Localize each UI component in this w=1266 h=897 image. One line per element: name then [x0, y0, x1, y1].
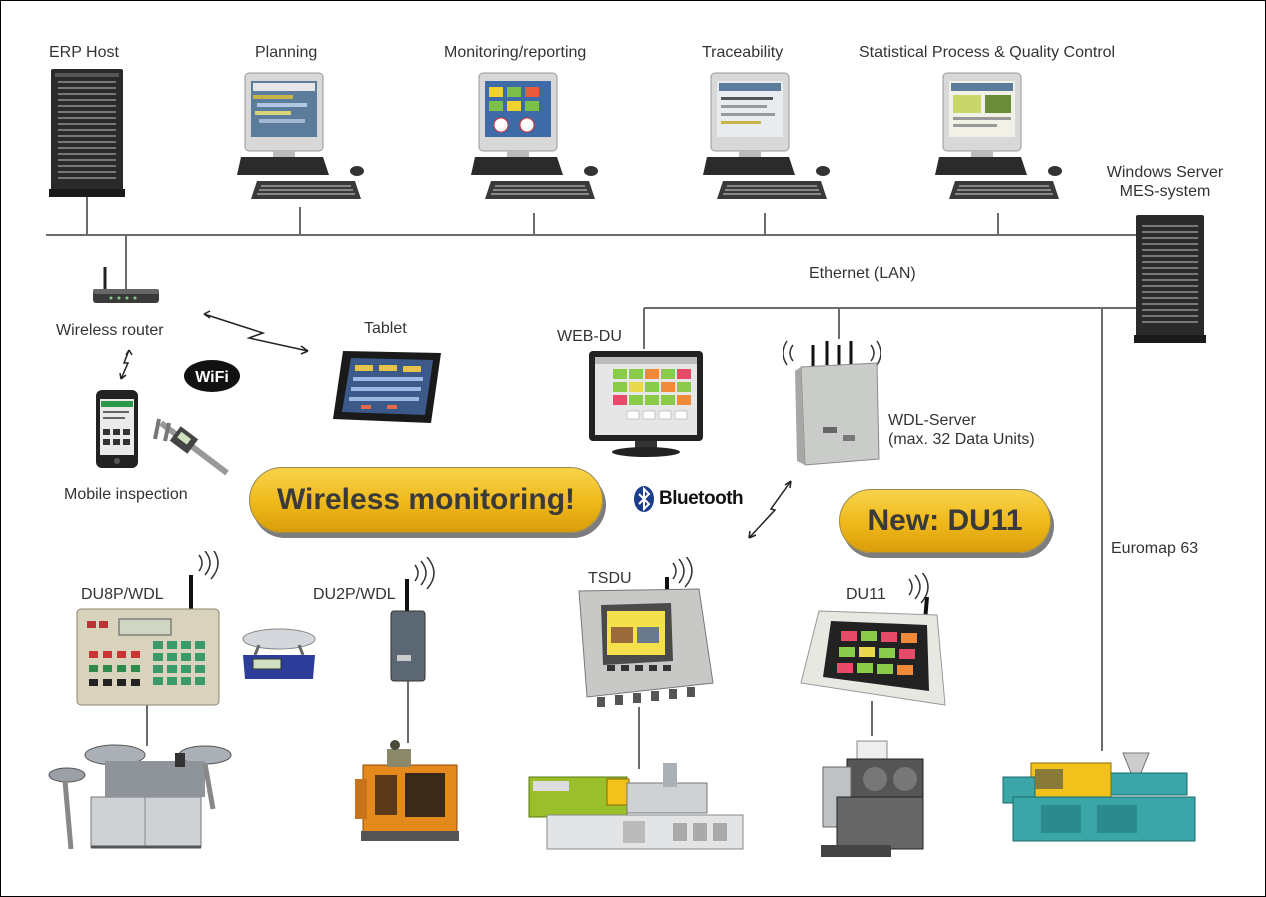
traceability-workstation-icon — [703, 72, 830, 199]
du8p-wdl-label: DU8P/WDL — [81, 586, 164, 603]
wifi-logo: WiFi — [184, 360, 240, 392]
caliper-icon — [153, 418, 229, 476]
wireless-router-label: Wireless router — [56, 322, 164, 339]
erp-host-server-icon — [49, 69, 125, 197]
router-tablet-radio-link — [203, 313, 309, 352]
wdl-server-icon — [783, 340, 881, 466]
planning-label: Planning — [255, 44, 318, 61]
euromap-injection-machine-icon — [1002, 752, 1196, 842]
windows-server-label: Windows Server MES-system — [1106, 164, 1224, 201]
ethernet-lan-label: Ethernet (LAN) — [809, 265, 916, 282]
planning-workstation-icon — [237, 72, 364, 199]
bluetooth-logo: Bluetooth — [633, 485, 744, 513]
wdl-server-label: WDL-Server (max. 32 Data Units) — [888, 412, 1035, 449]
monitoring-workstation-icon — [471, 72, 598, 199]
monitoring-reporting-label: Monitoring/reporting — [444, 44, 587, 61]
mobile-inspection-label: Mobile inspection — [64, 486, 188, 503]
du11-label: DU11 — [846, 586, 886, 603]
new-du11-banner: New: DU11 — [839, 489, 1051, 553]
du11-unit-icon — [800, 573, 946, 706]
erp-host-label: ERP Host — [49, 44, 119, 61]
bluetooth-icon — [634, 486, 654, 512]
spqc-workstation-icon — [935, 72, 1062, 199]
web-du-label: WEB-DU — [557, 328, 622, 345]
tsdu-injection-machine-icon — [528, 763, 744, 850]
du2p-wdl-label: DU2P/WDL — [313, 586, 396, 603]
assembly-machine-icon — [48, 744, 232, 850]
tsdu-unit-icon — [578, 557, 714, 707]
blow-molding-machine-icon — [355, 740, 459, 841]
wireless-monitoring-banner: Wireless monitoring! — [249, 467, 603, 533]
du8p-wdl-unit-icon — [76, 551, 220, 706]
tsdu-label: TSDU — [588, 570, 632, 587]
tablet-icon — [333, 351, 441, 423]
tablet-label: Tablet — [364, 320, 407, 337]
traceability-label: Traceability — [702, 44, 784, 61]
weighing-scale-icon — [242, 628, 316, 679]
du11-injection-machine-icon — [821, 740, 924, 857]
spqc-label: Statistical Process & Quality Control — [859, 44, 1116, 61]
wdl-radio-link — [748, 480, 792, 539]
svg-text:WiFi: WiFi — [195, 369, 229, 386]
wireless-router-icon — [93, 267, 159, 303]
euromap-label: Euromap 63 — [1111, 540, 1199, 557]
router-phone-radio-link — [120, 349, 130, 380]
mobile-phone-icon — [96, 390, 138, 468]
mes-windows-server-icon — [1134, 215, 1206, 343]
web-du-monitor-icon — [589, 351, 703, 457]
du2p-wdl-unit-icon — [390, 557, 435, 682]
